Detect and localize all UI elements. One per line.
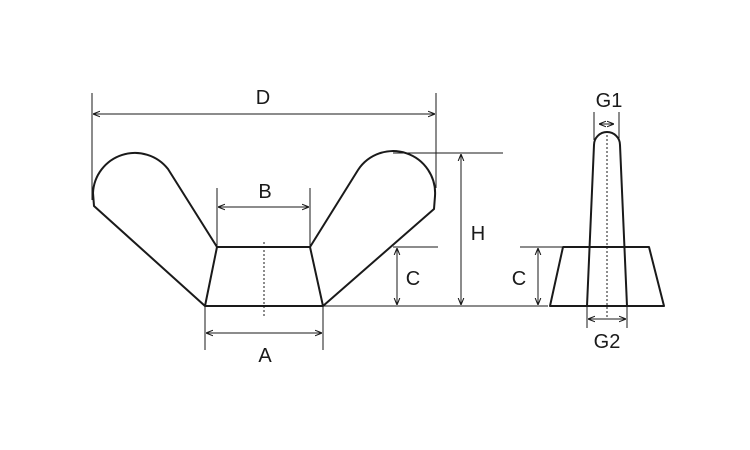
- side-body-trapezoid: [549, 246, 665, 307]
- d-label: D: [256, 87, 270, 109]
- c-front-label: C: [406, 268, 420, 290]
- c-side-label: C: [512, 268, 526, 290]
- h-label: H: [471, 223, 485, 245]
- front-view: D B A C H: [91, 87, 548, 367]
- g1-label: G1: [596, 90, 623, 112]
- side-wing-profile: [586, 131, 628, 307]
- g2-label: G2: [594, 331, 621, 353]
- side-view: G1 G2 C: [512, 90, 665, 353]
- a-label: A: [258, 345, 272, 367]
- b-label: B: [258, 181, 271, 203]
- right-wing: [309, 150, 437, 307]
- left-wing: [92, 151, 218, 307]
